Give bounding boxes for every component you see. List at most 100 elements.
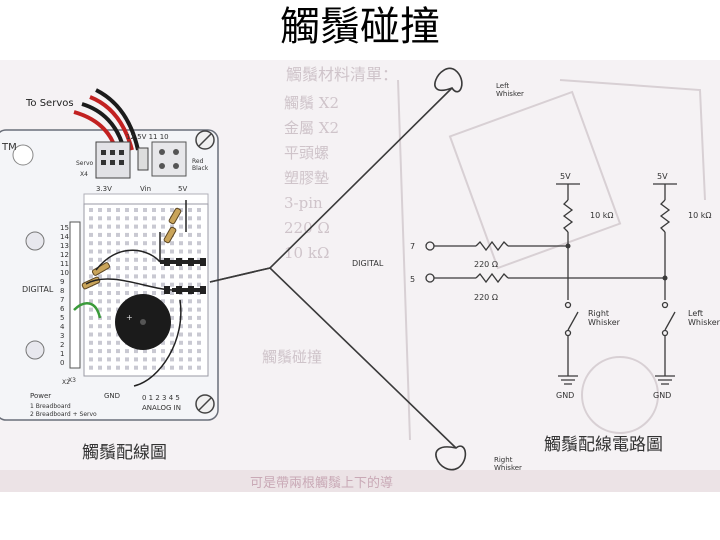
breadboard-hole: [107, 274, 111, 279]
breadboard-hole: [134, 224, 138, 229]
switch-contact: [661, 329, 669, 337]
breadboard-hole: [89, 315, 93, 320]
breadboard-hole: [116, 349, 120, 354]
text-line: Whisker: [494, 464, 522, 472]
bg-robot-frame: [559, 79, 706, 201]
breadboard-hole: [161, 349, 165, 354]
row-number: 4: [60, 323, 65, 331]
breadboard-hole: [107, 365, 111, 370]
breadboard-hole: [188, 266, 192, 271]
breadboard-hole: [89, 241, 93, 246]
breadboard-hole: [197, 208, 201, 212]
scan-bottom-strip: [0, 470, 720, 492]
row-number: 9: [60, 278, 64, 286]
breadboard-hole: [188, 307, 192, 312]
breadboard-hole: [197, 349, 201, 354]
breadboard-hole: [143, 349, 147, 354]
servo-header-pins: [101, 150, 124, 165]
breadboard-hole: [116, 232, 120, 237]
breadboard-hole: [125, 282, 129, 287]
breadboard-hole: [134, 249, 138, 254]
breadboard-hole: [170, 315, 174, 320]
breadboard-hole: [98, 224, 102, 229]
switch-left: [664, 311, 676, 331]
breadboard-hole: [161, 266, 165, 271]
breadboard-hole: [107, 291, 111, 295]
connector-pin: [159, 163, 165, 169]
row-number: 2: [60, 341, 64, 349]
breadboard-hole: [161, 299, 165, 304]
pin-5-label: 5: [410, 275, 415, 284]
row-number: 10: [60, 269, 69, 277]
breadboard-hole: [134, 291, 138, 295]
breadboard-hole: [143, 357, 147, 362]
breadboard-hole: [179, 216, 183, 221]
breadboard-hole: [152, 349, 156, 354]
breadboard-hole: [89, 274, 93, 279]
gnd-symbol-1: [558, 375, 578, 385]
breadboard-hole: [125, 349, 129, 354]
bg-list-item: 10 kΩ: [284, 244, 329, 262]
jumper-switch: [137, 147, 149, 171]
breadboard-hole: [98, 216, 102, 221]
breadboard-hole: [197, 257, 201, 262]
breadboard-hole: [107, 357, 111, 362]
breadboard-hole: [179, 349, 183, 354]
row-number: 0: [60, 359, 64, 367]
bg-robot-wheel: [581, 356, 659, 434]
breadboard-hole: [161, 216, 165, 221]
row-number: 1: [60, 350, 64, 358]
row-number: 7: [60, 296, 64, 304]
breadboard-hole: [152, 241, 156, 246]
breadboard-hole: [170, 299, 174, 304]
right-whisker-wire: [209, 267, 457, 449]
breadboard-hole: [170, 357, 174, 362]
breadboard-hole: [179, 241, 183, 246]
breadboard-hole: [188, 224, 192, 229]
breadboard-hole: [143, 365, 147, 370]
x4-label: X4: [80, 171, 88, 178]
breadboard-hole: [107, 241, 111, 246]
breadboard-hole: [179, 249, 183, 254]
breadboard-hole: [152, 257, 156, 262]
breadboard-hole: [98, 232, 102, 237]
bg-mid-text: 觸鬚碰撞: [262, 348, 322, 366]
breadboard-hole: [116, 208, 120, 212]
breadboard-hole: [89, 307, 93, 312]
breadboard-hole: [125, 274, 129, 279]
row-number: 11: [60, 260, 69, 268]
breadboard-hole: [188, 232, 192, 237]
row-number: 12: [60, 251, 69, 259]
breadboard-hole: [197, 266, 201, 271]
breadboard-hole: [188, 315, 192, 320]
breadboard-hole: [188, 349, 192, 354]
breadboard-hole: [143, 224, 147, 229]
breadboard-hole: [170, 224, 174, 229]
bg-list-item: 平頭螺: [284, 144, 329, 162]
schematic-labels: DIGITAL 7 5 220 Ω 220 Ω 5V 5V 10 kΩ 10 k…: [352, 172, 720, 400]
breadboard-hole: [107, 232, 111, 237]
breadboard-hole: [188, 365, 192, 370]
gnd-label-1: GND: [556, 391, 574, 400]
header-number-label: 12 5V 11 10: [126, 133, 169, 141]
pin-sockets: [164, 258, 206, 294]
breadboard-hole: [134, 349, 138, 354]
breadboard-hole: [125, 357, 129, 362]
pullup-label-1: 10 kΩ: [590, 211, 613, 220]
breadboard-hole: [98, 349, 102, 354]
breadboard-hole: [170, 274, 174, 279]
row-number: 13: [60, 242, 69, 250]
pin-7-label: 7: [410, 242, 415, 251]
breadboard-hole: [134, 274, 138, 279]
breadboard-hole: [98, 357, 102, 362]
breadboard-hole: [197, 224, 201, 229]
analog-numbers: 0 1 2 3 4 5: [142, 394, 180, 402]
gnd-symbol-2: [655, 375, 675, 385]
breadboard-hole: [188, 340, 192, 345]
breadboard-hole: [179, 357, 183, 362]
breadboard-hole: [188, 274, 192, 279]
breadboard-hole: [179, 232, 183, 237]
